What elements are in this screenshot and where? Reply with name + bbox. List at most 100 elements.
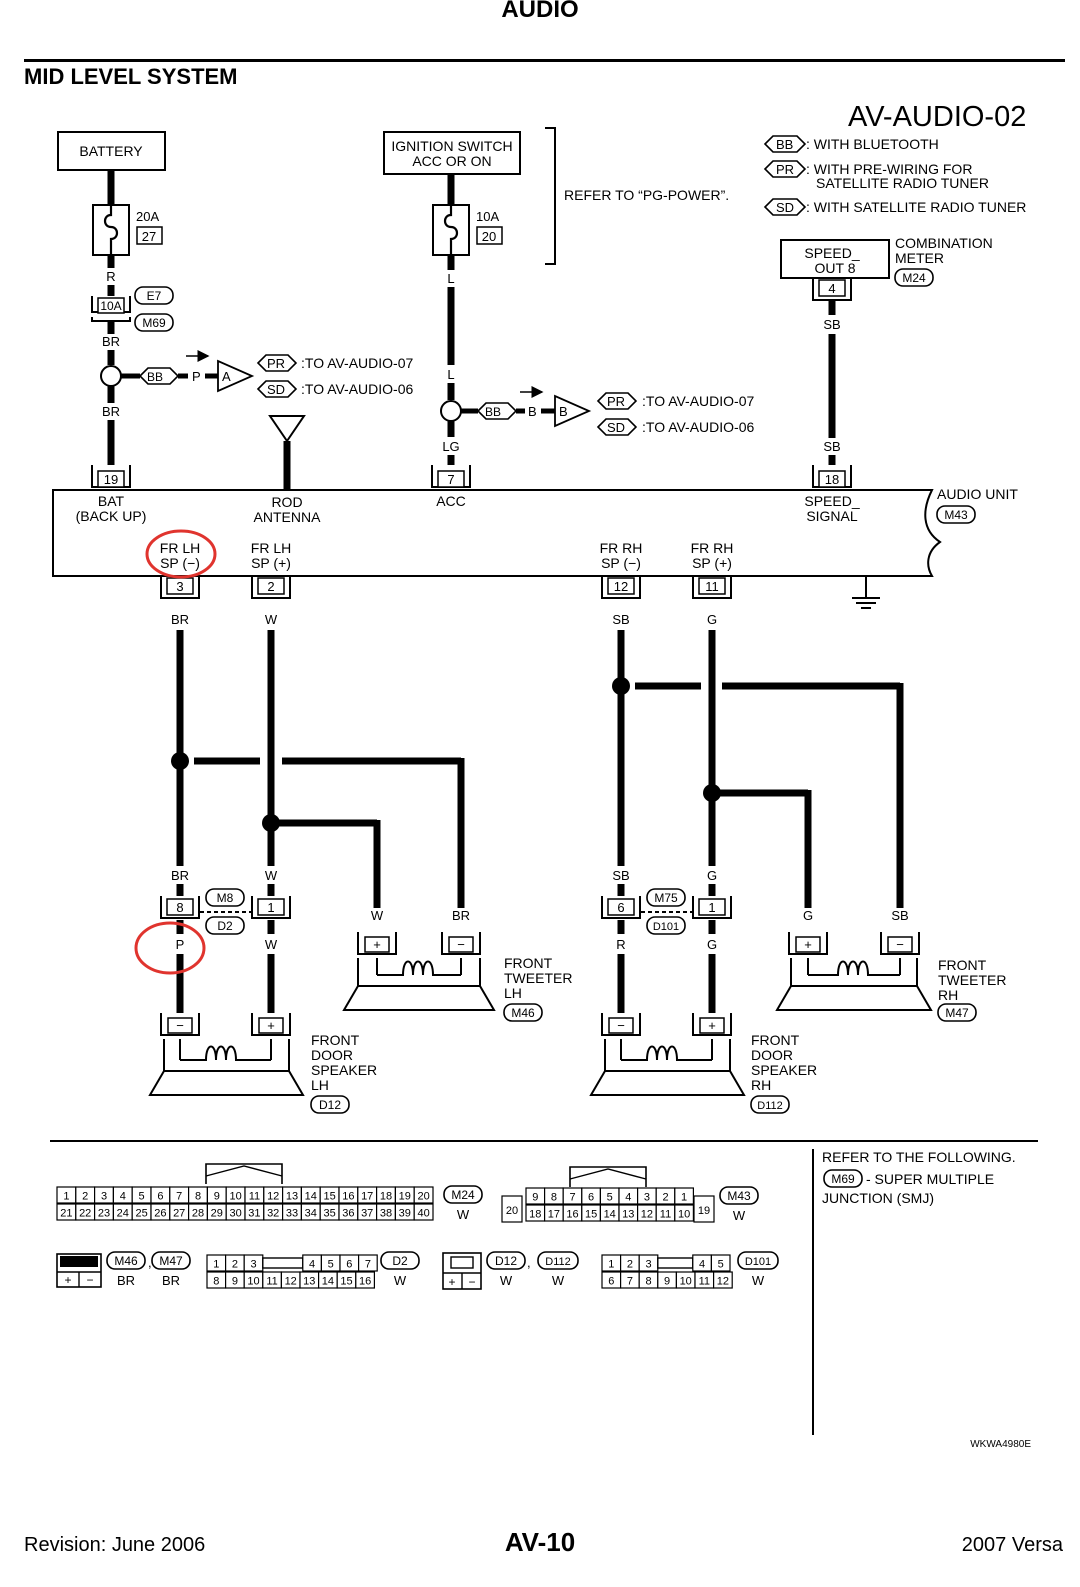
svg-text:+: + — [267, 1018, 275, 1033]
svg-text:M24: M24 — [902, 271, 926, 285]
pin-number: 7 — [627, 1276, 633, 1288]
pin-number: 12 — [717, 1276, 729, 1288]
annotation-circle — [134, 921, 206, 975]
svg-text:7: 7 — [447, 472, 454, 487]
connector-tag — [134, 313, 174, 332]
legend-tag-shape — [763, 198, 807, 216]
svg-text:D101: D101 — [653, 921, 679, 933]
svg-text:B: B — [528, 404, 537, 419]
svg-text:SPEED_: SPEED_ — [804, 245, 859, 261]
svg-text:D112: D112 — [757, 1100, 782, 1112]
svg-text:BAT: BAT — [98, 493, 125, 509]
pin-number: 15 — [340, 1276, 352, 1288]
pin-number: 23 — [98, 1208, 110, 1220]
pin-number: 14 — [305, 1191, 317, 1203]
svg-text:SB: SB — [823, 317, 840, 332]
svg-text:L: L — [447, 271, 454, 286]
svg-text:BB: BB — [147, 370, 163, 384]
refer-line: REFER TO THE FOLLOWING. — [822, 1149, 1016, 1165]
svg-text:18: 18 — [825, 472, 839, 487]
pin-number: 6 — [346, 1259, 352, 1271]
svg-text:M47: M47 — [945, 1006, 969, 1020]
svg-text:4: 4 — [828, 281, 835, 296]
pin-number: 5 — [718, 1259, 724, 1271]
svg-text:D2: D2 — [217, 919, 233, 933]
svg-text:M43: M43 — [727, 1189, 751, 1203]
pin-number: 16 — [566, 1209, 578, 1221]
pin-number: 13 — [303, 1276, 315, 1288]
svg-text:LH: LH — [504, 985, 522, 1001]
svg-text:10A: 10A — [476, 209, 499, 224]
svg-text:+: + — [64, 1273, 71, 1287]
pin-number: 1 — [681, 1192, 687, 1204]
coil-symbol — [377, 960, 461, 976]
svg-text:M47: M47 — [159, 1254, 183, 1268]
pin-number: 21 — [60, 1208, 72, 1220]
pin-number: 12 — [285, 1276, 297, 1288]
svg-text:BR: BR — [117, 1273, 135, 1288]
figure-code: WKWA4980E — [970, 1439, 1031, 1450]
svg-text:D101: D101 — [745, 1256, 771, 1268]
svg-text:LG: LG — [442, 439, 459, 454]
pin-number: 4 — [699, 1259, 705, 1271]
svg-text:W: W — [500, 1273, 513, 1288]
pin-number: 2 — [232, 1259, 238, 1271]
pin-number: 5 — [328, 1259, 334, 1271]
connector-tag — [134, 286, 174, 305]
svg-text:3: 3 — [176, 579, 183, 594]
tweeter-rh-frame — [790, 958, 918, 987]
pin-number: 7 — [569, 1192, 575, 1204]
pin-number: 8 — [213, 1276, 219, 1288]
fuse-num: 27 — [142, 229, 156, 244]
svg-text:−: − — [896, 937, 904, 952]
legend-tag-shape — [763, 160, 807, 178]
pin-number: 6 — [608, 1276, 614, 1288]
fuse-symbol — [103, 205, 119, 255]
pin-number: 30 — [229, 1208, 241, 1220]
svg-text:+: + — [804, 937, 812, 952]
svg-text:(BACK UP): (BACK UP) — [76, 508, 147, 524]
svg-text:SB: SB — [612, 612, 629, 627]
pin-number: 11 — [249, 1191, 260, 1203]
svg-text:FR LH: FR LH — [251, 540, 291, 556]
coil-symbol — [180, 1045, 271, 1061]
svg-text:ACC OR ON: ACC OR ON — [412, 153, 491, 169]
svg-text:SPEAKER: SPEAKER — [751, 1062, 817, 1078]
pin-number: 12 — [641, 1209, 653, 1221]
pin-number: 29 — [211, 1208, 223, 1220]
svg-text:SP (+): SP (+) — [692, 555, 732, 571]
svg-text:,: , — [148, 1255, 152, 1270]
svg-text:6: 6 — [617, 900, 624, 915]
svg-text:D2: D2 — [392, 1254, 408, 1268]
pin-number: 39 — [399, 1208, 411, 1220]
header-rule — [24, 59, 1065, 62]
svg-text:,: , — [527, 1255, 531, 1270]
section-title: MID LEVEL SYSTEM — [24, 64, 238, 89]
legend-tag: BB — [776, 137, 793, 152]
svg-text:BR: BR — [452, 908, 470, 923]
svg-text:R: R — [616, 937, 625, 952]
splice-point — [100, 365, 122, 387]
svg-text::TO AV-AUDIO-07: :TO AV-AUDIO-07 — [642, 393, 755, 409]
svg-text:P: P — [192, 369, 201, 384]
svg-text:M8: M8 — [217, 891, 234, 905]
svg-text:M69: M69 — [142, 316, 166, 330]
pin-number: 34 — [305, 1208, 317, 1220]
pin-number: 7 — [365, 1259, 371, 1271]
coil-symbol — [621, 1045, 712, 1061]
pin-number: 20 — [417, 1191, 429, 1203]
svg-text:AUDIO UNIT: AUDIO UNIT — [937, 486, 1018, 502]
svg-text:M46: M46 — [114, 1254, 138, 1268]
pin-number: 26 — [154, 1208, 166, 1220]
pin-number: 40 — [417, 1208, 429, 1220]
pin-number: 28 — [192, 1208, 204, 1220]
svg-text:BR: BR — [162, 1273, 180, 1288]
svg-text:METER: METER — [895, 250, 944, 266]
svg-text:20: 20 — [482, 229, 496, 244]
svg-text:W: W — [552, 1273, 565, 1288]
svg-text:E7: E7 — [147, 289, 162, 303]
legend-tag: SD — [776, 200, 794, 215]
svg-text:D112: D112 — [545, 1256, 570, 1268]
pin-number: 8 — [195, 1191, 201, 1203]
svg-text:M43: M43 — [944, 508, 968, 522]
